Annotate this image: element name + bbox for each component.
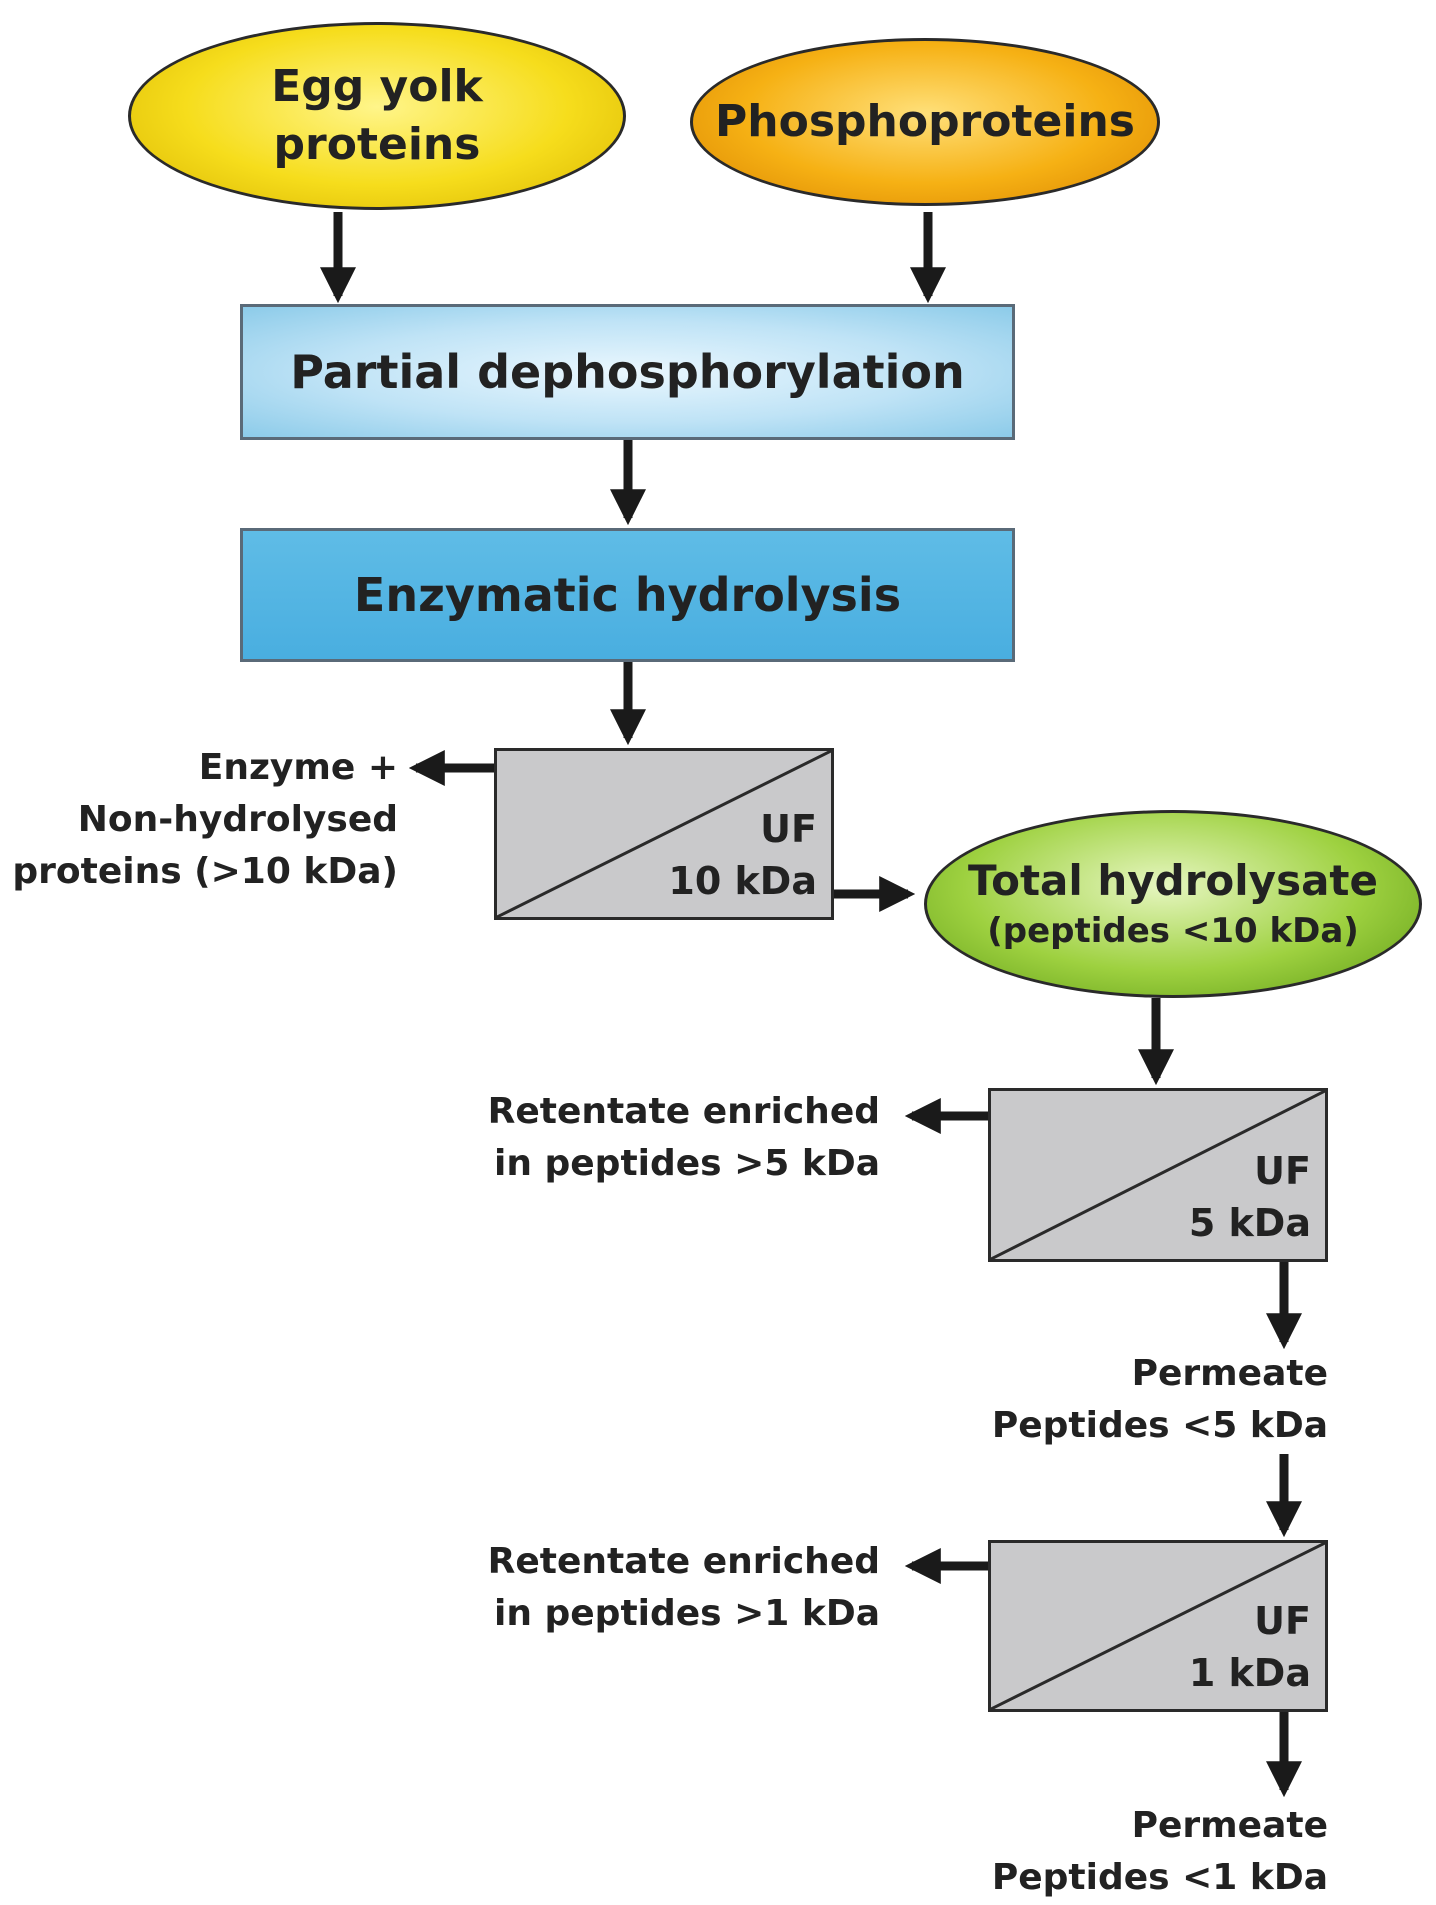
partial-dephosphorylation-box: Partial dephosphorylation bbox=[240, 304, 1015, 440]
filter-diagonal bbox=[991, 1543, 1325, 1709]
uf-10kda-label: UF 10 kDa bbox=[668, 807, 817, 903]
uf-1kda-filter: UF 1 kDa bbox=[988, 1540, 1328, 1712]
uf-1kda-label: UF 1 kDa bbox=[1188, 1599, 1311, 1695]
uf-5kda-filter: UF 5 kDa bbox=[988, 1088, 1328, 1262]
retentate-1kda-label: Retentate enriched in peptides >1 kDa bbox=[487, 1541, 880, 1634]
permeate-1kda-label: Permeate Peptides <1 kDa bbox=[991, 1805, 1328, 1898]
retentate-5kda-label: Retentate enriched in peptides >5 kDa bbox=[487, 1091, 880, 1184]
filter-diagonal bbox=[991, 1091, 1325, 1259]
total-hydrolysate-node: Total hydrolysate (peptides <10 kDa) bbox=[924, 810, 1422, 998]
enzymatic-hydrolysis-label: Enzymatic hydrolysis bbox=[353, 568, 902, 622]
egg-yolk-proteins-label: Egg yolk proteins bbox=[271, 61, 483, 170]
enzyme-nonhydrolysed-label: Enzyme + Non-hydrolysed proteins (>10 kD… bbox=[12, 747, 398, 892]
permeate-5kda-label: Permeate Peptides <5 kDa bbox=[991, 1353, 1328, 1446]
phosphoproteins-label: Phosphoproteins bbox=[715, 96, 1135, 147]
phosphoproteins-node: Phosphoproteins bbox=[690, 38, 1160, 206]
total-hydrolysate-subtitle: (peptides <10 kDa) bbox=[987, 911, 1359, 951]
uf-10kda-filter: UF 10 kDa bbox=[494, 748, 834, 920]
total-hydrolysate-title: Total hydrolysate bbox=[968, 856, 1378, 905]
egg-yolk-proteins-node: Egg yolk proteins bbox=[128, 22, 626, 210]
filter-diagonal bbox=[497, 751, 831, 917]
partial-dephosphorylation-label: Partial dephosphorylation bbox=[290, 345, 965, 399]
enzymatic-hydrolysis-box: Enzymatic hydrolysis bbox=[240, 528, 1015, 662]
uf-5kda-label: UF 5 kDa bbox=[1188, 1149, 1311, 1245]
